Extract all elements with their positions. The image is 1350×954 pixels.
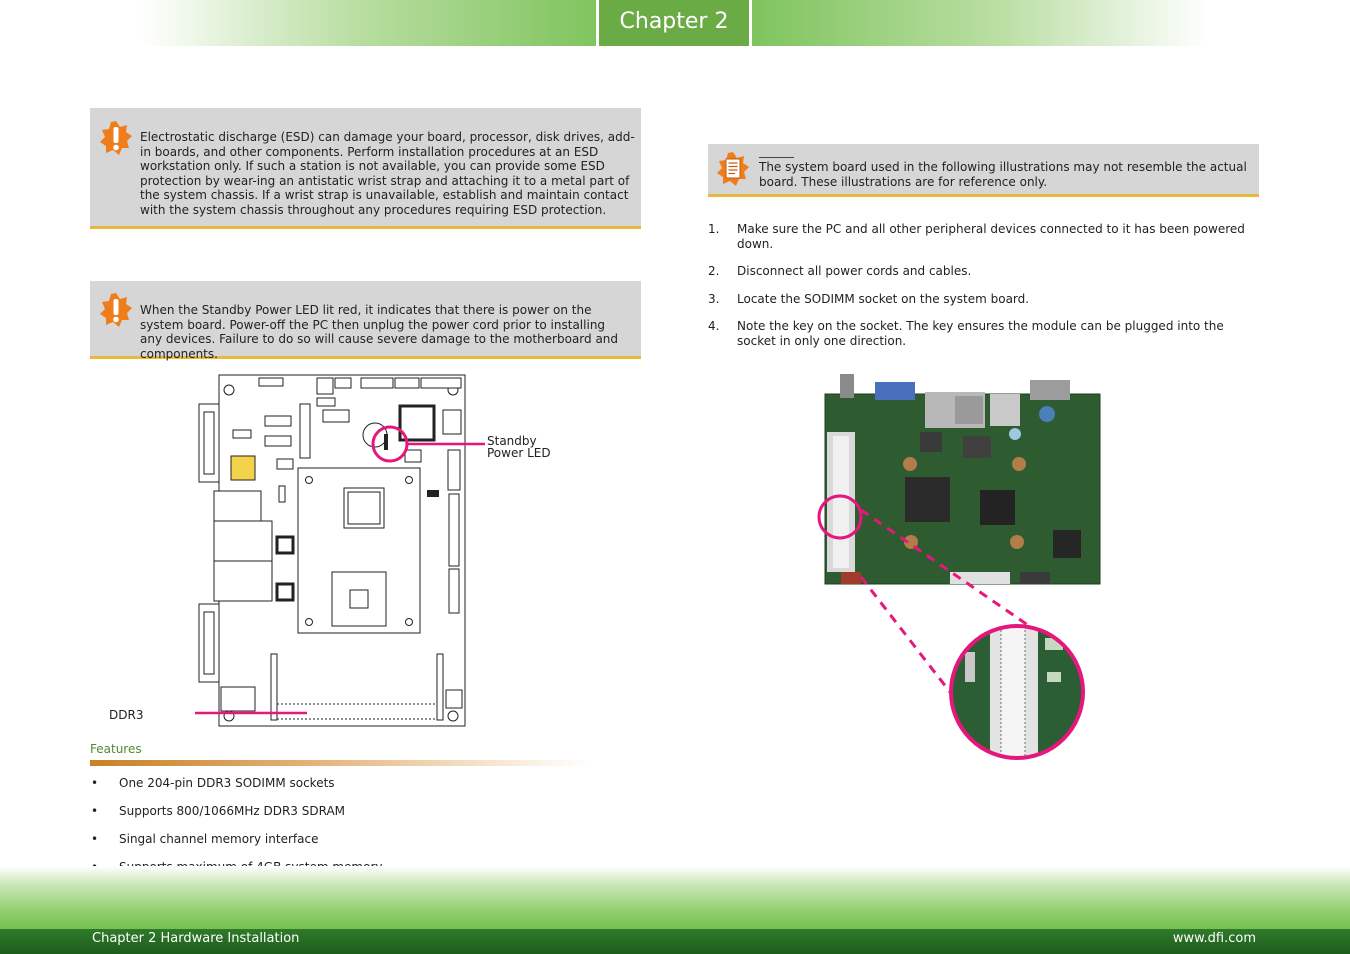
esd-warning-box: Electrostatic discharge (ESD) can damage…	[90, 108, 641, 229]
list-item: 3. Locate the SODIMM socket on the system…	[708, 292, 1258, 307]
board-photo	[817, 374, 1101, 760]
step-number: 2.	[708, 264, 720, 278]
note-heading-rule	[759, 157, 794, 158]
standby-warning-box: When the Standby Power LED lit red, it i…	[90, 281, 641, 361]
footer-band	[0, 866, 1350, 930]
list-item: • Supports 800/1066MHz DDR3 SDRAM	[91, 804, 382, 832]
installation-steps: 1. Make sure the PC and all other periphe…	[708, 222, 1258, 361]
footer-bar	[0, 929, 1350, 954]
list-item: • One 204-pin DDR3 SODIMM sockets	[91, 776, 382, 804]
bullet: •	[91, 832, 99, 846]
bullet: •	[91, 804, 99, 818]
standby-label-line2: Power LED	[487, 446, 551, 460]
features-rule	[90, 760, 590, 766]
step-number: 3.	[708, 291, 720, 306]
footer-website[interactable]: www.dfi.com	[1172, 931, 1256, 946]
step-number: 4.	[708, 319, 720, 333]
board-layout-diagram	[195, 374, 485, 727]
chapter-tab: Chapter 2	[596, 0, 752, 46]
step-text: Disconnect all power cords and cables.	[737, 264, 972, 278]
step-number: 1.	[708, 222, 720, 236]
feature-text: Singal channel memory interface	[119, 832, 319, 846]
features-title: Features	[90, 742, 142, 756]
standby-label-line1: Standby	[487, 434, 537, 448]
bullet: •	[91, 776, 99, 790]
warning-icon	[100, 121, 132, 155]
esd-warning-text: Electrostatic discharge (ESD) can damage…	[140, 130, 635, 217]
step-text: Make sure the PC and all other periphera…	[737, 222, 1245, 251]
standby-led-label: Standby Power LED	[487, 435, 551, 459]
note-icon	[717, 152, 749, 186]
list-item: 2. Disconnect all power cords and cables.	[708, 264, 1258, 279]
footer-chapter-title: Chapter 2 Hardware Installation	[92, 931, 300, 946]
board-note-text: The system board used in the following i…	[759, 160, 1247, 189]
list-item: 1. Make sure the PC and all other periphe…	[708, 222, 1258, 251]
list-item: • Singal channel memory interface	[91, 832, 382, 860]
ddr3-label: DDR3	[109, 708, 144, 722]
list-item: 4. Note the key on the socket. The key en…	[708, 319, 1258, 348]
feature-text: One 204-pin DDR3 SODIMM sockets	[119, 776, 335, 790]
feature-text: Supports 800/1066MHz DDR3 SDRAM	[119, 804, 346, 818]
warning-icon	[100, 293, 132, 327]
step-text: Note the key on the socket. The key ensu…	[737, 319, 1224, 348]
standby-warning-text: When the Standby Power LED lit red, it i…	[140, 303, 619, 361]
board-note-box: The system board used in the following i…	[708, 144, 1259, 197]
step-text: Locate the SODIMM socket on the system b…	[737, 291, 1030, 306]
